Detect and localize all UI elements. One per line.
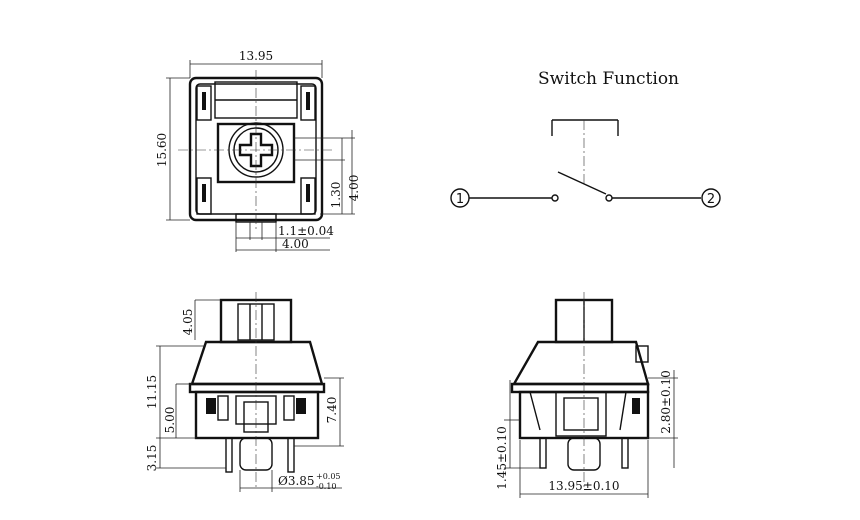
side-width-label: 13.95±0.10	[548, 479, 619, 493]
top-spacing-label: 4.00	[282, 237, 309, 251]
top-height-label: 15.60	[155, 133, 169, 167]
front-pin-length-label: 3.15	[145, 445, 159, 472]
side-pin-height-label: 1.45±0.10	[495, 426, 509, 490]
front-stem-height-label: 4.05	[181, 309, 195, 336]
front-diameter-label: Ø3.85	[278, 474, 315, 488]
top-width-label: 13.95	[239, 49, 273, 63]
front-body-depth-label: 5.00	[163, 407, 177, 434]
switch-function: Switch Function 1 2	[450, 69, 721, 208]
side-clip-height-label: 2.80±0.10	[659, 370, 673, 434]
top-view: 13.95 15.60 1.30 4.00 1.1±0.04 4.00	[155, 49, 361, 252]
terminal-2-label: 2	[707, 192, 715, 207]
front-tol-lower: -0.10	[316, 482, 337, 491]
switch-function-title: Switch Function	[538, 69, 679, 89]
top-stem-tol-label: 1.1±0.04	[278, 224, 334, 238]
top-offset-b-label: 4.00	[347, 175, 361, 202]
front-total-height-label: 11.15	[145, 375, 159, 409]
front-view: 4.05 11.15 5.00 3.15 7.40 Ø3.85 +0.05 -0…	[145, 292, 344, 492]
front-tol-upper: +0.05	[316, 472, 341, 481]
top-offset-a-label: 1.30	[329, 182, 343, 209]
terminal-1-label: 1	[456, 192, 464, 207]
front-side-height-label: 7.40	[325, 397, 339, 424]
side-view: 1.45±0.10 2.80±0.10 13.95±0.10	[495, 292, 678, 498]
